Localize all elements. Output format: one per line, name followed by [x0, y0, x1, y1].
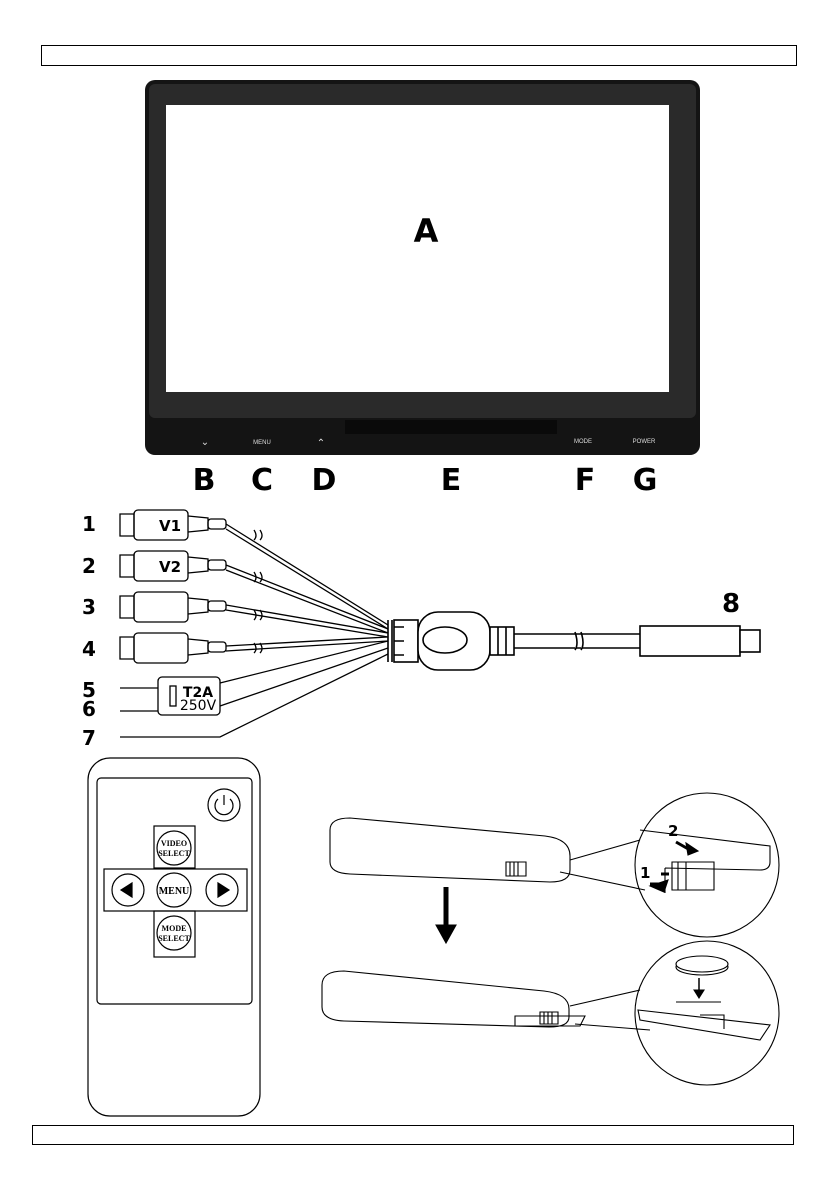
up-button[interactable]: ⌃ [317, 438, 325, 449]
step-1-label: 1 [640, 864, 650, 882]
number-6: 6 [82, 697, 96, 721]
callout-e: E [441, 463, 462, 498]
mode-select-line1: MODE [162, 924, 187, 933]
monitor-callouts: B C D E F G [193, 463, 658, 498]
number-8: 8 [722, 589, 740, 619]
video-select-line1: VIDEO [161, 839, 187, 848]
plug-v1-label: V1 [159, 517, 181, 535]
screen-label: A [414, 212, 439, 250]
callout-f: F [575, 463, 596, 498]
cable-hub [388, 612, 760, 670]
callout-g: G [633, 463, 658, 498]
number-1: 1 [82, 512, 96, 536]
monitor: A ⌄ MENU ⌃ MODE POWER [145, 80, 700, 455]
connector-8 [640, 626, 740, 656]
battery-diagram [322, 793, 779, 1085]
menu-button[interactable]: MENU [253, 440, 271, 446]
step-2-label: 2 [668, 822, 678, 840]
rca-plug-4 [120, 633, 226, 663]
mode-select-line2: SELECT [158, 934, 190, 943]
callout-b: B [193, 463, 216, 498]
triangle-right-icon [218, 883, 229, 897]
video-select-line2: SELECT [158, 849, 190, 858]
number-4: 4 [82, 637, 96, 661]
zoom-circle-top [635, 793, 779, 937]
mode-select-button[interactable] [157, 916, 191, 950]
fuse-rating-v: 250V [180, 698, 217, 714]
remote-labels: VIDEO SELECT MENU MODE SELECT [158, 839, 190, 943]
triangle-left-icon [121, 883, 132, 897]
callout-d: D [312, 463, 337, 498]
plug-v2-label: V2 [159, 558, 181, 576]
mode-button[interactable]: MODE [574, 439, 592, 445]
callout-c: C [251, 463, 273, 498]
down-button[interactable]: ⌄ [201, 437, 209, 448]
remote-bottom-view [322, 971, 569, 1027]
remote-top-view [330, 818, 570, 882]
menu-remote-label: MENU [159, 886, 190, 897]
number-7: 7 [82, 726, 96, 750]
rca-plug-3 [120, 592, 226, 622]
power-button[interactable]: POWER [633, 439, 656, 445]
number-2: 2 [82, 554, 96, 578]
video-select-button[interactable] [157, 831, 191, 865]
number-3: 3 [82, 595, 96, 619]
